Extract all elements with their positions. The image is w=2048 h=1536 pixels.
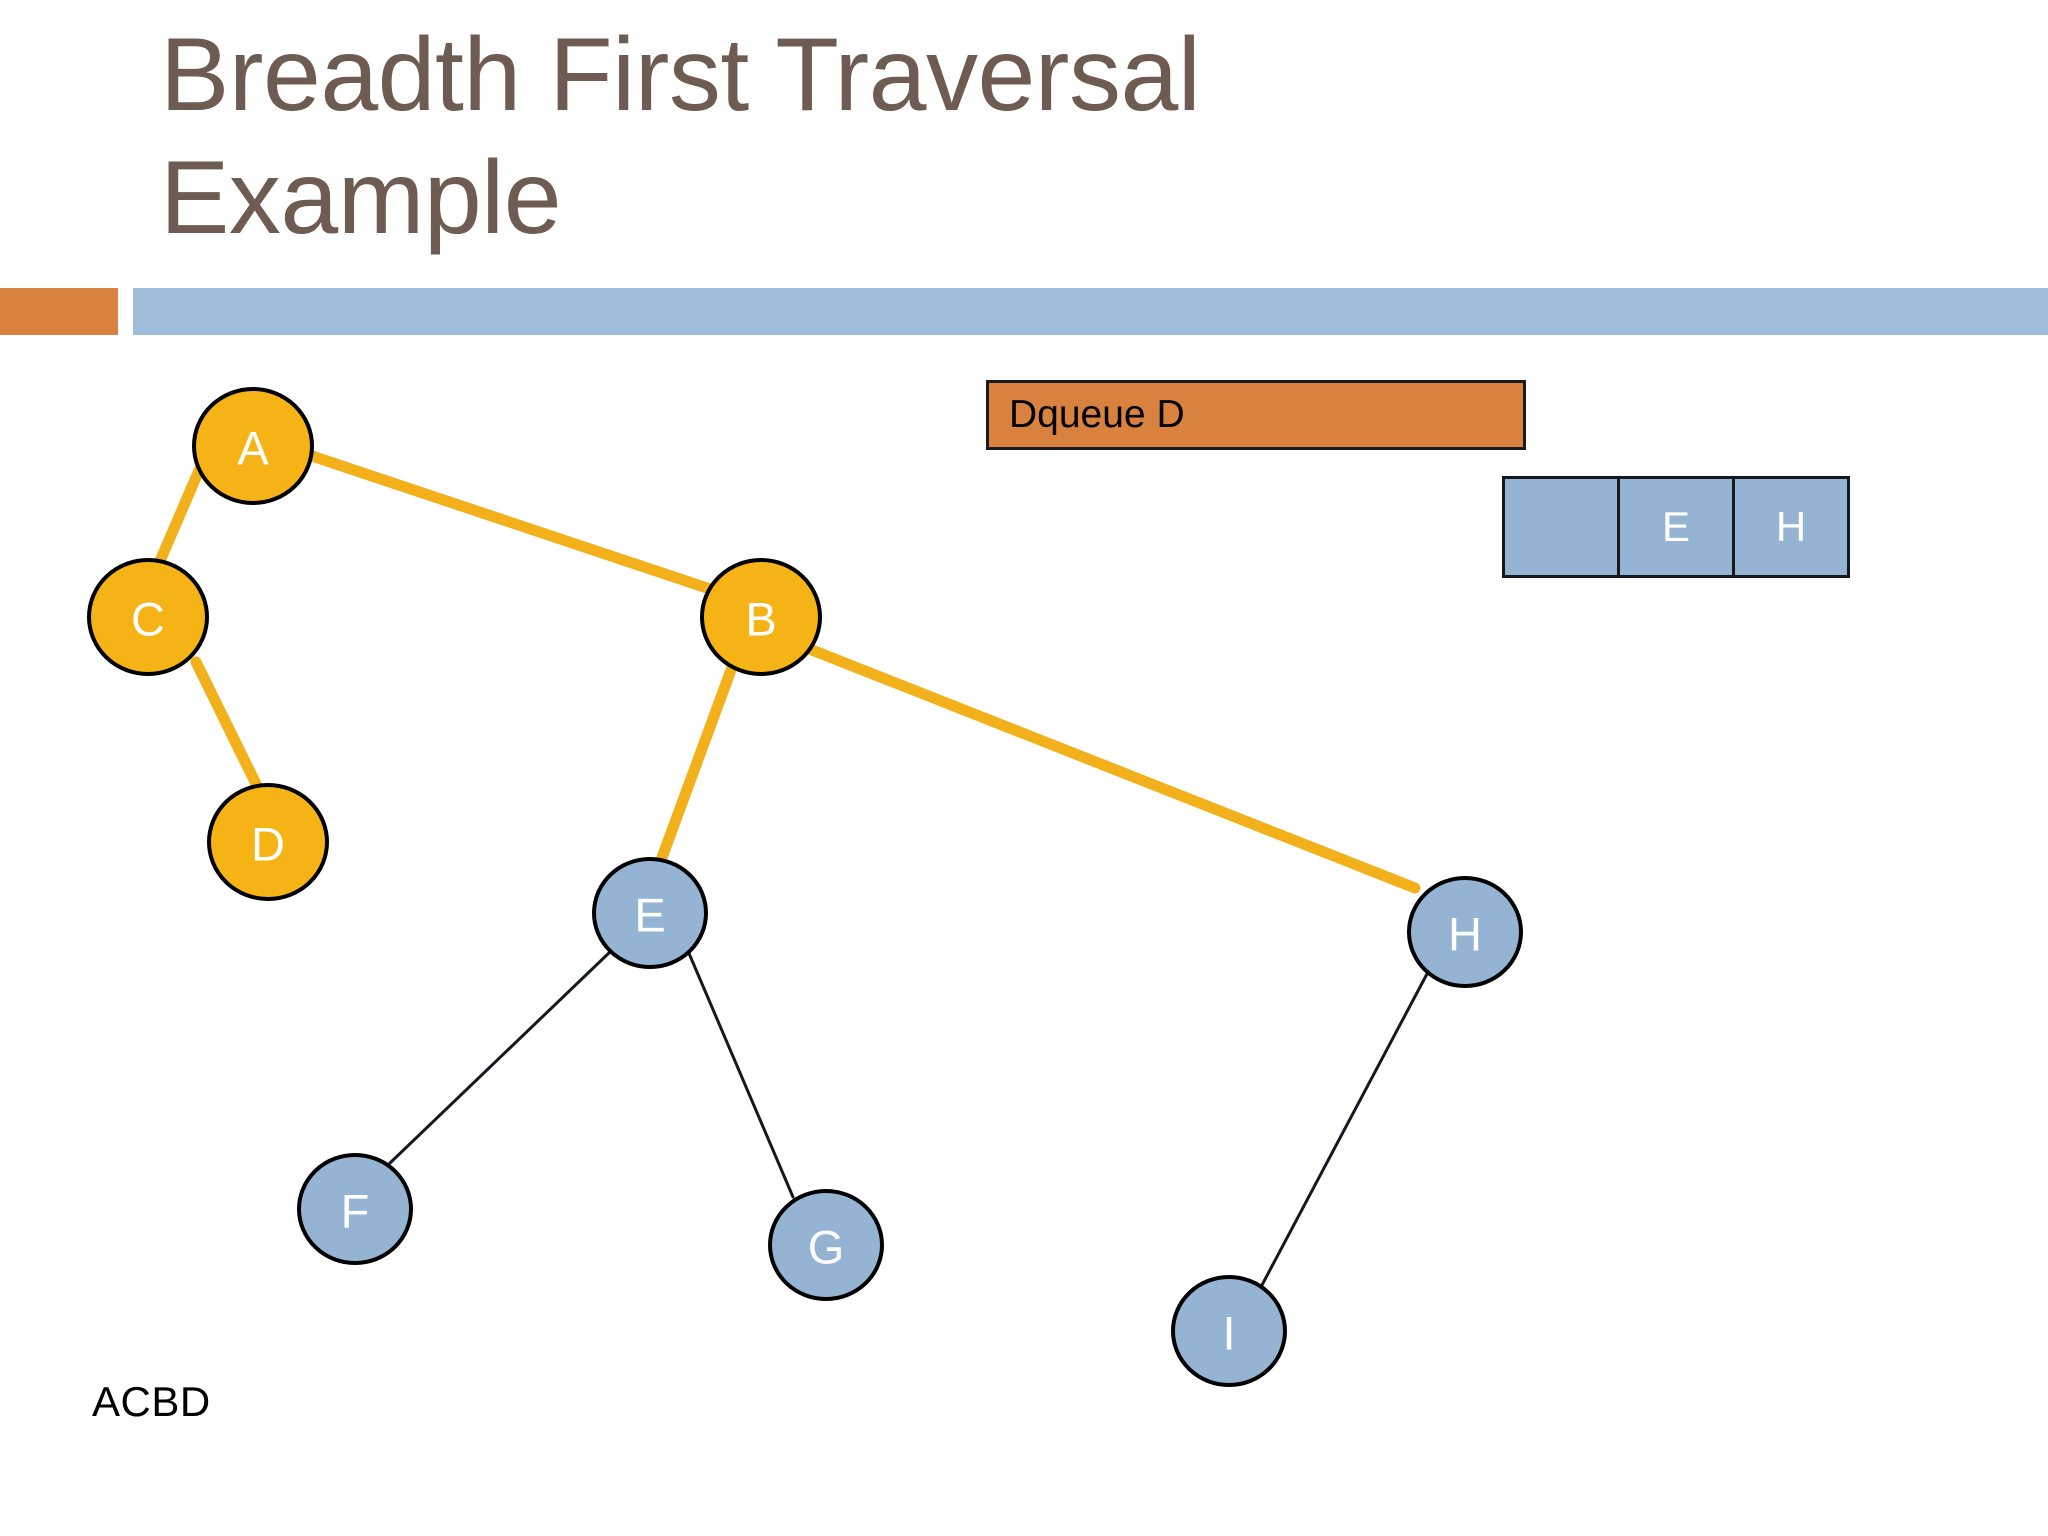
queue-cell-1: E [1617, 476, 1735, 578]
dqueue-label-box: Dqueue D [986, 380, 1526, 450]
tree-edge-b-e [654, 664, 737, 869]
queue-strip: E H [1502, 476, 1850, 578]
tree-node-circle-d [207, 783, 329, 901]
tree-edge-b-h [806, 644, 1421, 894]
tree-edge-a-c [154, 462, 206, 567]
tree-edge-h-i [1260, 970, 1430, 1287]
tree-edge-a-b [306, 450, 716, 595]
traversal-output-text: ACBD [92, 1378, 211, 1425]
tree-node-h[interactable]: H [1407, 876, 1523, 988]
tree-node-circle-h [1407, 876, 1523, 988]
tree-node-d[interactable]: D [207, 783, 329, 901]
tree-node-circle-g [768, 1189, 884, 1301]
tree-node-c[interactable]: C [87, 558, 209, 676]
tree-edge-layer [154, 450, 1430, 1287]
page-title: Breadth First Traversal Example [160, 17, 1201, 256]
tree-edge-e-f [388, 949, 613, 1165]
tree-node-label-h: H [1448, 908, 1482, 961]
tree-edge-e-g [686, 949, 795, 1199]
tree-node-layer: A C B D E H F G I [87, 387, 1523, 1387]
tree-node-label-f: F [341, 1185, 370, 1238]
header-rule-bar [133, 288, 2048, 335]
tree-node-label-a: A [237, 422, 269, 475]
tree-node-circle-i [1171, 1275, 1287, 1387]
tree-node-circle-b [700, 558, 822, 676]
header-accent-block [0, 288, 118, 335]
tree-node-f[interactable]: F [297, 1153, 413, 1265]
tree-node-label-e: E [634, 889, 665, 942]
tree-edge-c-d [190, 656, 264, 794]
tree-node-a[interactable]: A [192, 387, 314, 505]
tree-node-circle-e [592, 857, 708, 969]
tree-node-i[interactable]: I [1171, 1275, 1287, 1387]
tree-node-label-g: G [808, 1221, 845, 1274]
queue-cell-2: H [1732, 476, 1850, 578]
tree-node-circle-a [192, 387, 314, 505]
tree-node-g[interactable]: G [768, 1189, 884, 1301]
tree-node-circle-f [297, 1153, 413, 1265]
tree-node-label-i: I [1222, 1307, 1235, 1360]
tree-node-label-c: C [131, 593, 165, 646]
tree-node-label-d: D [251, 818, 285, 871]
tree-node-e[interactable]: E [592, 857, 708, 969]
tree-node-label-b: B [745, 593, 776, 646]
dqueue-label-text: Dqueue D [1009, 393, 1185, 436]
tree-node-b[interactable]: B [700, 558, 822, 676]
tree-node-circle-c [87, 558, 209, 676]
